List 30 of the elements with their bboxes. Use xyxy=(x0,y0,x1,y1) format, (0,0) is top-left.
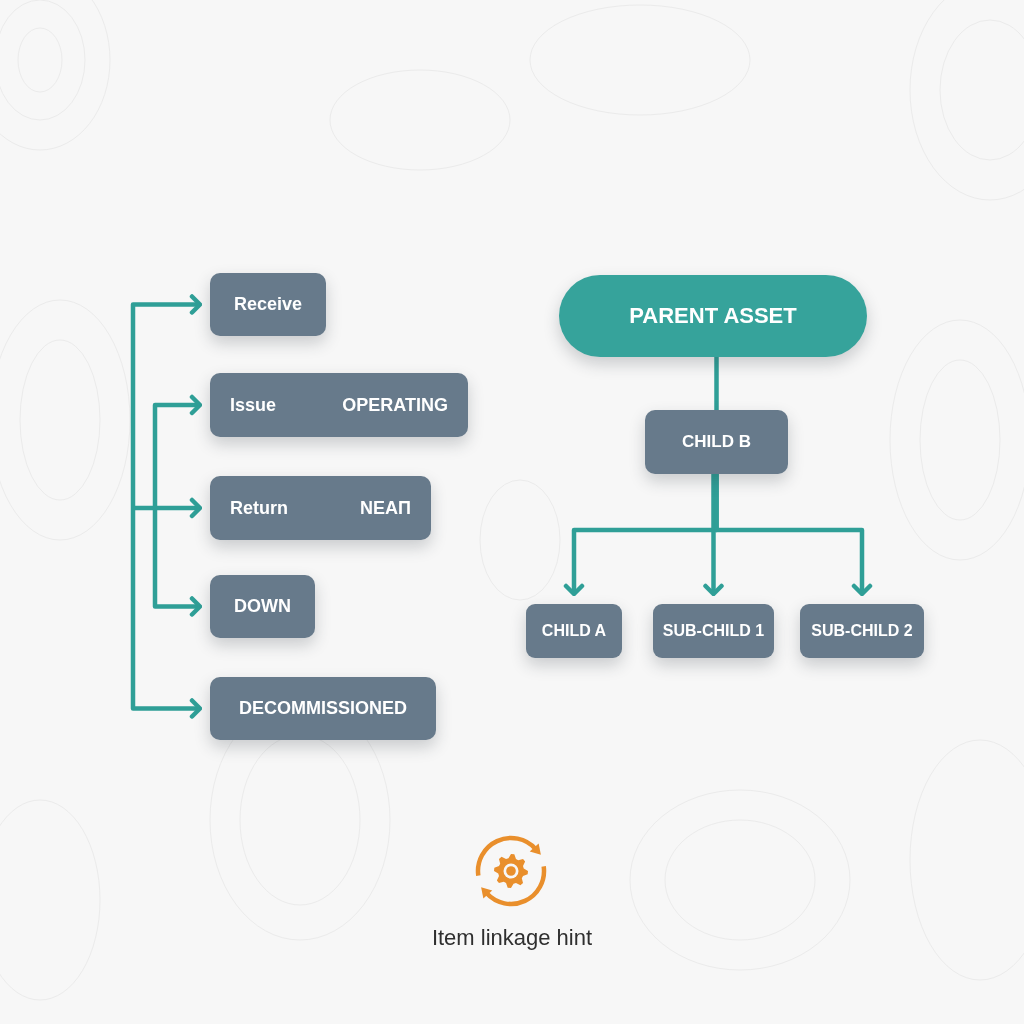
node-label: CHILD A xyxy=(541,622,607,640)
arrow xyxy=(130,508,203,719)
arrow xyxy=(703,474,724,597)
node-label: Receive xyxy=(233,294,303,315)
arrow xyxy=(130,294,203,508)
hint-text: Item linkage hint xyxy=(431,925,593,950)
child-box xyxy=(800,604,924,658)
arrow xyxy=(714,474,873,597)
node-label: Return xyxy=(230,497,288,519)
parent-pill xyxy=(559,275,867,357)
child-box xyxy=(645,410,788,474)
child-box xyxy=(653,604,774,658)
arrow xyxy=(152,508,203,617)
node-label: SUB-CHILD 1 xyxy=(662,622,765,640)
node-label: OPERATING xyxy=(342,394,448,416)
node-label: DOWN xyxy=(234,596,291,617)
state-box xyxy=(210,575,315,638)
node-label: PARENT ASSET xyxy=(629,303,797,329)
state-box xyxy=(210,373,468,437)
node-label: DECOMMISSIONED xyxy=(239,698,407,719)
node-label: SUB-CHILD 2 xyxy=(811,622,913,640)
node-label: NEAП xyxy=(360,497,411,519)
connector-line xyxy=(714,357,719,410)
state-box xyxy=(210,677,436,740)
state-box xyxy=(210,476,431,540)
child-box xyxy=(526,604,622,658)
state-box xyxy=(210,273,326,336)
node-label: CHILD B xyxy=(682,432,751,452)
node-label: Issue xyxy=(230,394,277,416)
arrow xyxy=(152,394,203,508)
